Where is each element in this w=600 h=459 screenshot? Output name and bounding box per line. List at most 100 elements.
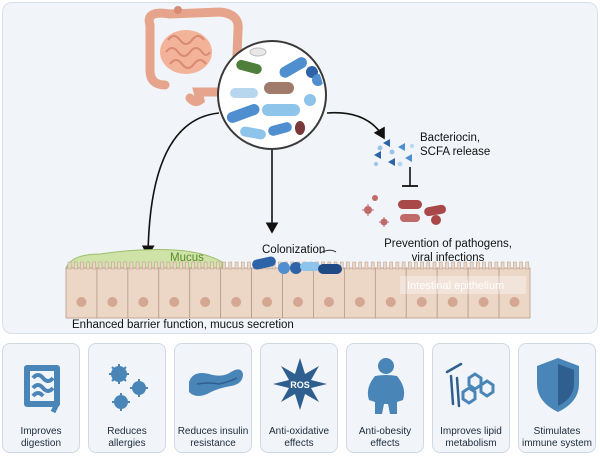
colonization-label: Colonization	[262, 244, 326, 256]
microvillus	[370, 261, 375, 270]
epithelial-cell	[498, 267, 531, 319]
microvillus	[420, 261, 424, 270]
microvillus	[73, 261, 78, 270]
benefit-label-line2: allergies	[108, 438, 146, 449]
microvillus	[401, 261, 406, 270]
cell-nucleus	[385, 297, 396, 307]
cell-nucleus	[354, 297, 365, 307]
benefit-label-line2: effects	[284, 438, 314, 449]
microvillus	[98, 261, 103, 270]
microvillus	[222, 261, 226, 270]
microvillus	[364, 261, 369, 270]
prevention-line2: viral infections	[411, 252, 485, 264]
epithelial-cell	[282, 267, 314, 319]
microvillus	[123, 261, 127, 270]
epithelial-cell	[189, 267, 222, 319]
epithelial-cell	[313, 267, 345, 319]
benefit-label-line1: Improves	[20, 426, 62, 437]
microvillus	[129, 261, 134, 270]
microvillus	[476, 261, 480, 270]
microvillus	[148, 261, 152, 270]
benefit-label-line2: metabolism	[445, 438, 497, 449]
microvillus	[141, 261, 146, 270]
microvillus	[482, 261, 486, 270]
benefit-label-line1: Anti-oxidative	[268, 426, 330, 437]
microvillus	[358, 261, 363, 270]
microvillus	[160, 261, 165, 270]
epithelial-cell	[96, 267, 129, 319]
prevention-line1: Prevention of pathogens,	[384, 238, 512, 250]
cell-nucleus	[138, 297, 149, 307]
epithelial-cell	[127, 267, 160, 319]
microvillus	[203, 261, 208, 270]
microvillus	[507, 261, 511, 270]
microvillus	[488, 261, 492, 270]
colonizing-bacteria	[252, 249, 342, 274]
microbiota-magnifier	[217, 40, 327, 150]
microvillus	[438, 261, 443, 270]
microvillus	[154, 261, 158, 270]
benefit-label-line2: resistance	[190, 438, 236, 449]
microvillus	[210, 261, 214, 270]
epithelial-cell	[251, 267, 283, 319]
benefit-label-line1: Reduces	[107, 426, 147, 437]
ros-badge: ROS	[290, 380, 310, 390]
epithelial-cell	[65, 267, 98, 319]
body-icon	[367, 358, 405, 414]
microvillus	[67, 261, 72, 270]
bacteriocin-line1: Bacteriocin,	[420, 132, 481, 144]
microvillus	[432, 261, 437, 270]
microvillus	[179, 261, 183, 270]
epithelial-cell	[158, 267, 191, 319]
microvillus	[352, 261, 356, 270]
cell-nucleus	[231, 297, 242, 307]
cell-nucleus	[447, 297, 458, 307]
cell-nucleus	[509, 297, 520, 307]
lipid-icon	[445, 362, 495, 408]
benefit-label-line1: Anti-obesity	[358, 426, 412, 437]
microvillus	[457, 261, 462, 270]
cell-nucleus	[478, 297, 489, 307]
microvillus	[86, 261, 90, 270]
microvillus	[469, 261, 474, 270]
cell-nucleus	[262, 297, 273, 307]
benefit-label-line2: immune system	[521, 438, 592, 449]
microvillus	[451, 261, 455, 270]
shield-icon	[537, 358, 579, 412]
microvillus	[377, 261, 381, 270]
microvillus	[228, 261, 233, 270]
barrier-label: Enhanced barrier function, mucus secreti…	[72, 319, 294, 331]
benefit-label-line1: Improves lipid	[440, 426, 502, 437]
microvillus	[216, 261, 220, 270]
microvillus	[519, 261, 523, 270]
microvillus	[395, 261, 400, 270]
microvillus	[445, 261, 449, 270]
microvillus	[247, 261, 251, 270]
microvillus	[513, 261, 517, 270]
microvillus	[92, 261, 96, 270]
cell-nucleus	[169, 297, 180, 307]
microvillus	[104, 261, 109, 270]
arrows	[141, 111, 418, 257]
intestine-icon	[24, 365, 60, 414]
pathogens	[362, 195, 446, 227]
epithelial-cell	[467, 267, 500, 319]
epithelial-cell	[220, 267, 253, 319]
intestinal-epithelium	[65, 261, 531, 319]
microvillus	[240, 261, 245, 270]
ros-icon: ROS	[273, 358, 327, 410]
microvillus	[346, 261, 350, 270]
microvillus	[80, 261, 84, 270]
epithelium-label-backdrop	[400, 276, 526, 294]
microvillus	[172, 261, 177, 270]
microvillus	[463, 261, 468, 270]
microvillus	[414, 261, 418, 270]
cell-nucleus	[323, 297, 334, 307]
